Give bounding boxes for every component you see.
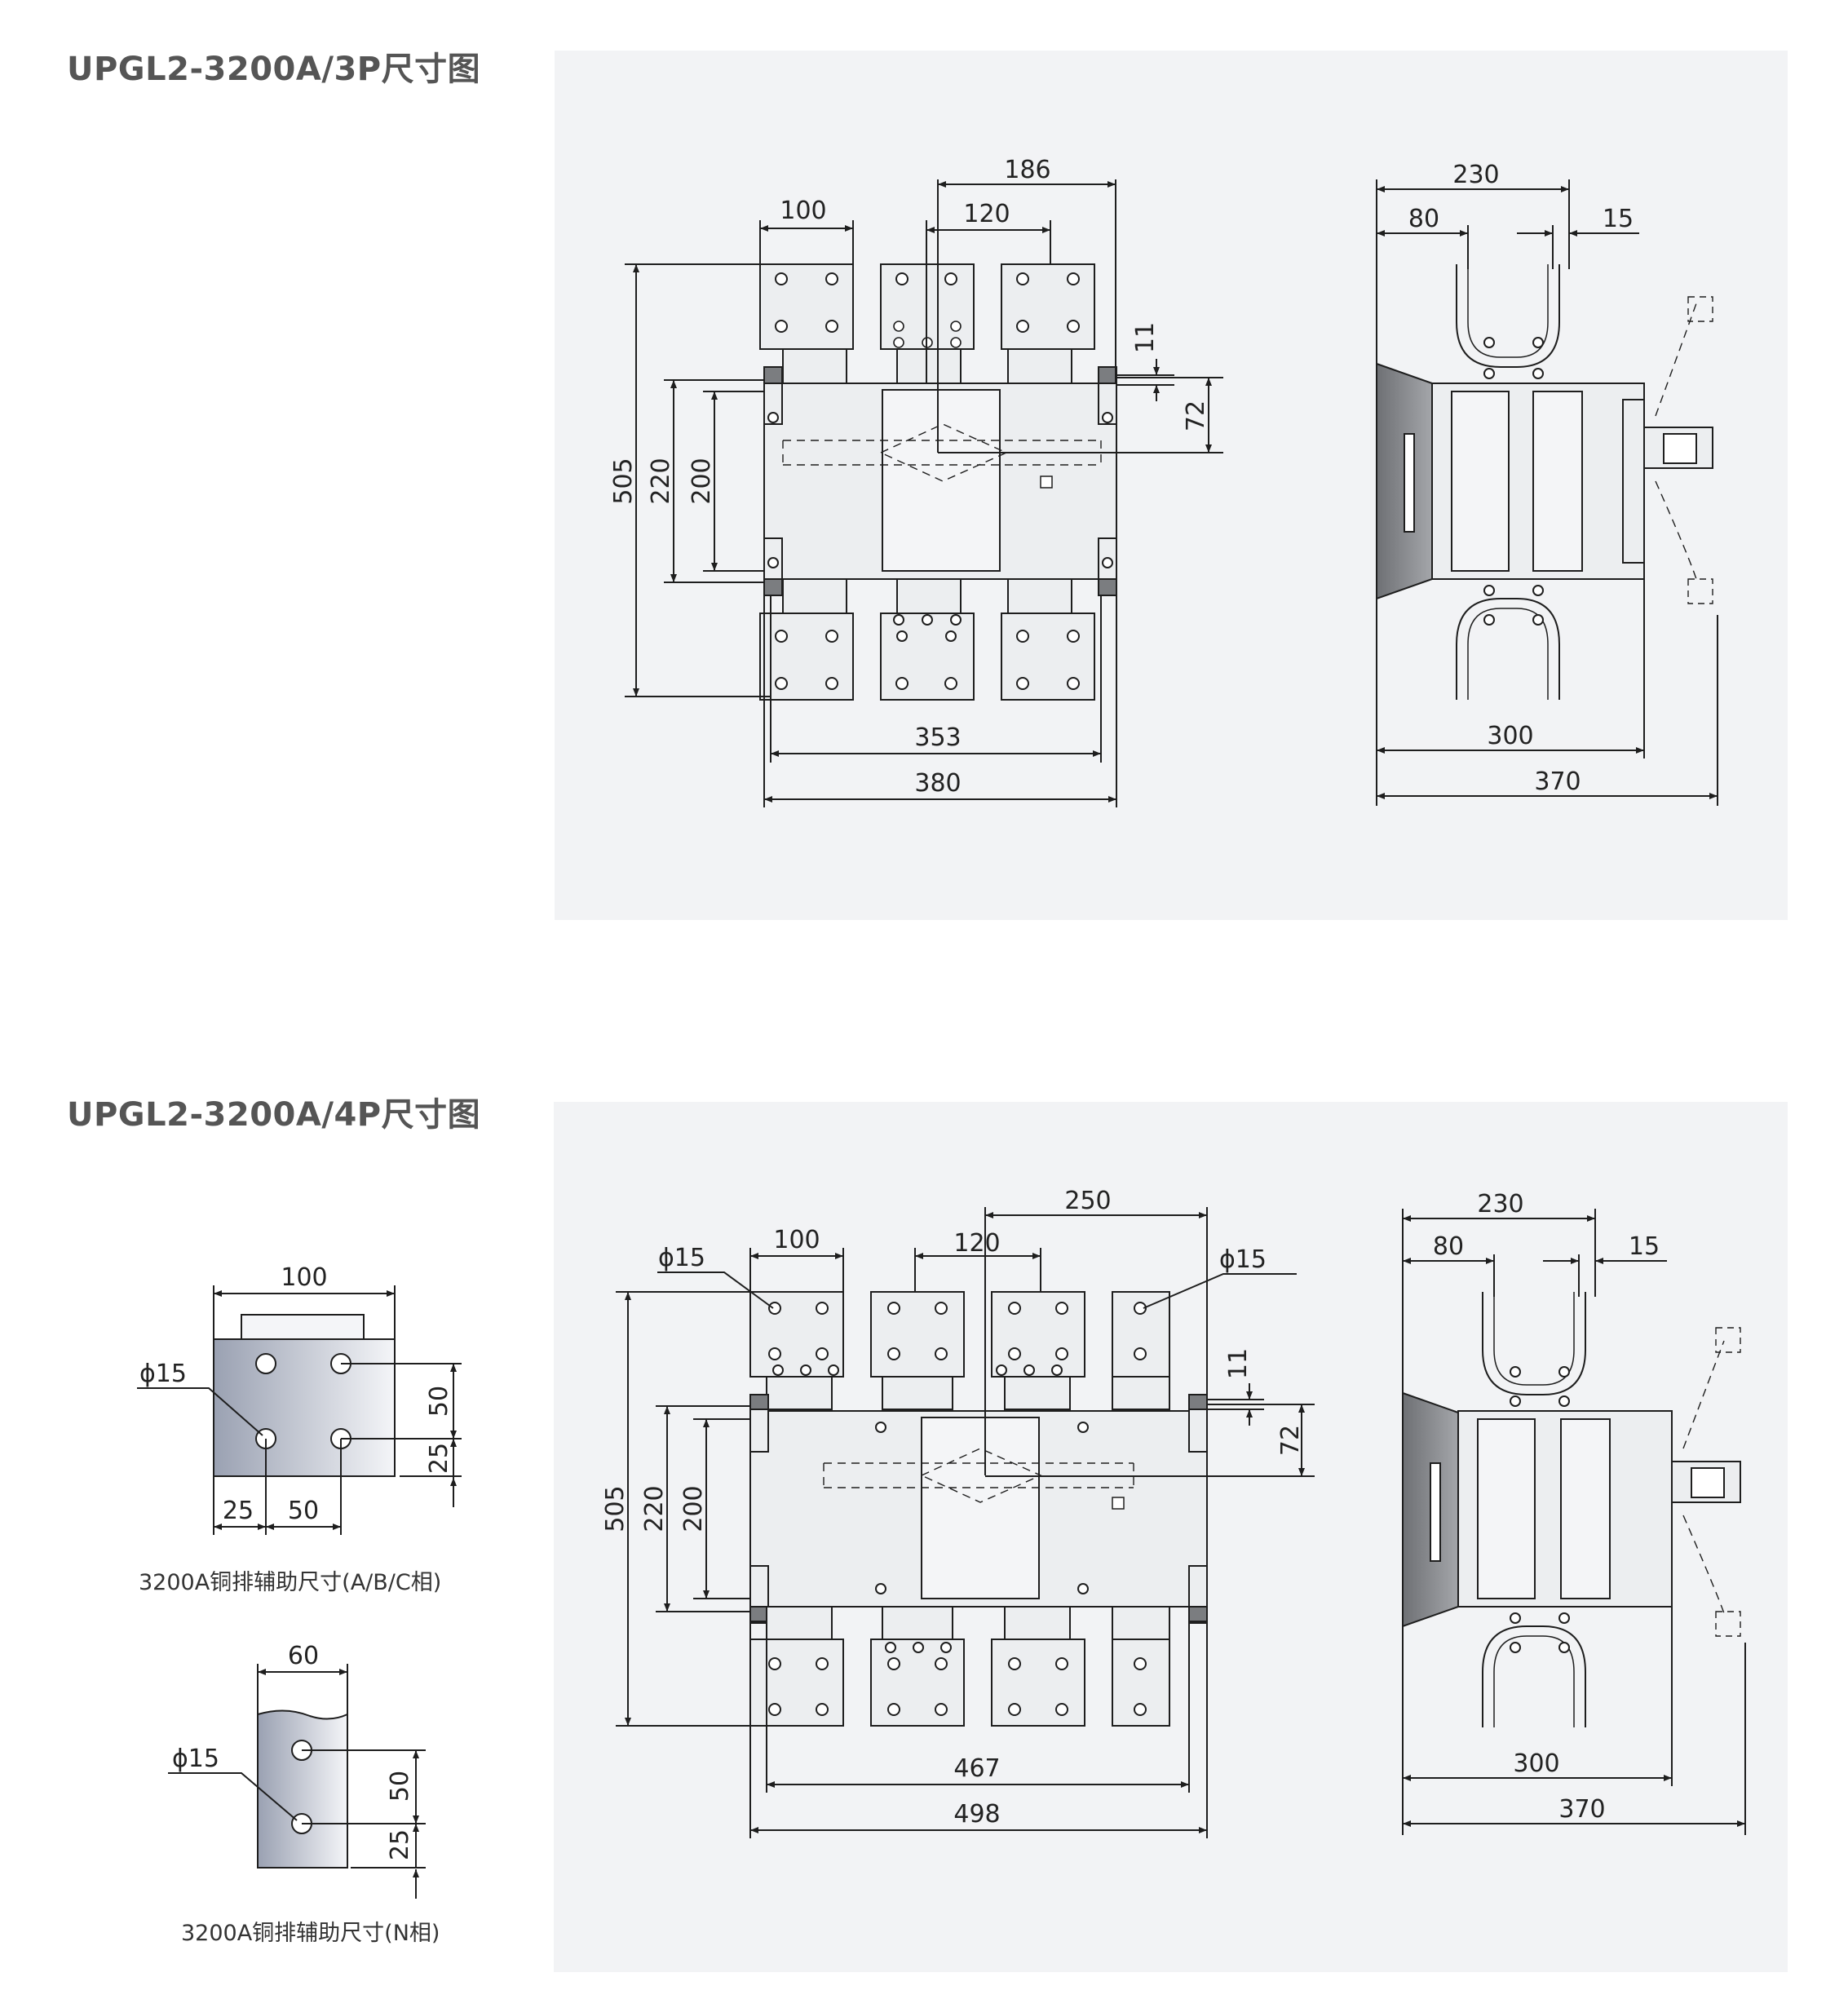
dim-labels-busbar-n: 60 ϕ15 50 25 [172,1642,414,1860]
dim-4p-side-left-offset: 80 [1433,1232,1464,1261]
side-view-4p [1402,1292,1741,1727]
busbar-abc [213,1314,396,1477]
dim-labels-front-3p: 186 100 120 505 220 200 11 72 353 380 [609,156,1210,798]
dims-front-3p [625,179,1223,807]
busbar-n [257,1709,348,1869]
busbar-abc-edge-v: 25 [425,1443,453,1474]
front-view-4p [749,1291,1208,1727]
dim-3p-side-depth-body: 300 [1487,722,1533,750]
busbar-abc-edge-h: 25 [223,1497,254,1525]
dim-3p-height-200: 200 [687,458,716,504]
dims-side-3p [1376,179,1718,806]
busbar-abc-hole: ϕ15 [139,1360,187,1388]
dims-busbar-n [168,1664,426,1899]
dim-4p-side-depth-body: 300 [1513,1749,1559,1778]
busbar-abc-width: 100 [281,1263,327,1292]
dim-3p-terminal-width: 100 [780,197,826,225]
dim-4p-side-depth-total: 370 [1558,1795,1605,1824]
busbar-n-hole: ϕ15 [172,1745,219,1773]
dim-3p-width-inner: 353 [914,723,961,752]
dim-labels-front-4p: 250 100 120 ϕ15 ϕ15 505 220 200 11 72 46… [601,1187,1305,1829]
terminal-holes-top-3p [775,272,1080,333]
dim-3p-height-220: 220 [647,458,675,504]
title-4p: UPGL2-3200A/4P尺寸图 [67,1096,481,1134]
dim-4p-height-200: 200 [679,1485,708,1532]
dim-4p-slot: 11 [1224,1348,1253,1379]
dim-3p-top-width: 186 [1004,156,1050,184]
busbar-n-pitch-v: 50 [386,1771,414,1802]
dim-labels-side-4p: 230 80 15 300 370 [1433,1190,1660,1824]
dims-side-4p [1402,1209,1746,1835]
busbar-abc-pitch-h: 50 [288,1497,319,1525]
dim-3p-pole-pitch: 120 [963,200,1010,228]
dim-3p-side-left-offset: 80 [1408,205,1439,233]
dim-4p-overall-height: 505 [601,1485,630,1532]
dim-4p-terminal-width: 100 [773,1226,820,1254]
dim-4p-hole-left: ϕ15 [658,1244,705,1272]
dim-labels-side-3p: 230 80 15 300 370 [1408,161,1634,796]
title-3p: UPGL2-3200A/3P尺寸图 [67,51,481,88]
dim-4p-top-width: 250 [1064,1187,1111,1215]
dim-3p-offset: 72 [1182,400,1210,431]
dim-4p-hole-right: ϕ15 [1219,1245,1267,1274]
dim-3p-side-top-width: 230 [1452,161,1499,189]
dim-4p-width-outer: 498 [953,1800,1000,1829]
dim-4p-width-inner: 467 [953,1754,1000,1783]
dims-front-4p [616,1207,1315,1838]
busbar-abc-caption: 3200A铜排辅助尺寸(A/B/C相) [139,1570,442,1595]
dim-3p-side-depth-total: 370 [1534,767,1581,796]
busbar-n-width: 60 [288,1642,319,1670]
busbar-n-edge-v: 25 [386,1829,414,1860]
dim-4p-pole-pitch: 120 [953,1229,1000,1258]
dim-3p-overall-height: 505 [609,458,638,504]
busbar-n-caption: 3200A铜排辅助尺寸(N相) [181,1921,440,1946]
dim-3p-side-right-gap: 15 [1603,205,1634,233]
dim-4p-side-right-gap: 15 [1629,1232,1660,1261]
busbar-abc-pitch-v: 50 [425,1386,453,1417]
dim-4p-offset: 72 [1276,1425,1305,1456]
front-view-3p [759,263,1117,701]
dim-4p-side-top-width: 230 [1477,1190,1523,1218]
dims-busbar-abc [137,1285,462,1535]
dim-labels-busbar-abc: 100 ϕ15 50 25 25 50 [139,1263,453,1525]
side-view-3p [1376,264,1713,700]
dim-3p-width-outer: 380 [914,769,961,798]
dim-4p-height-220: 220 [640,1485,669,1532]
dim-3p-slot: 11 [1131,322,1160,353]
